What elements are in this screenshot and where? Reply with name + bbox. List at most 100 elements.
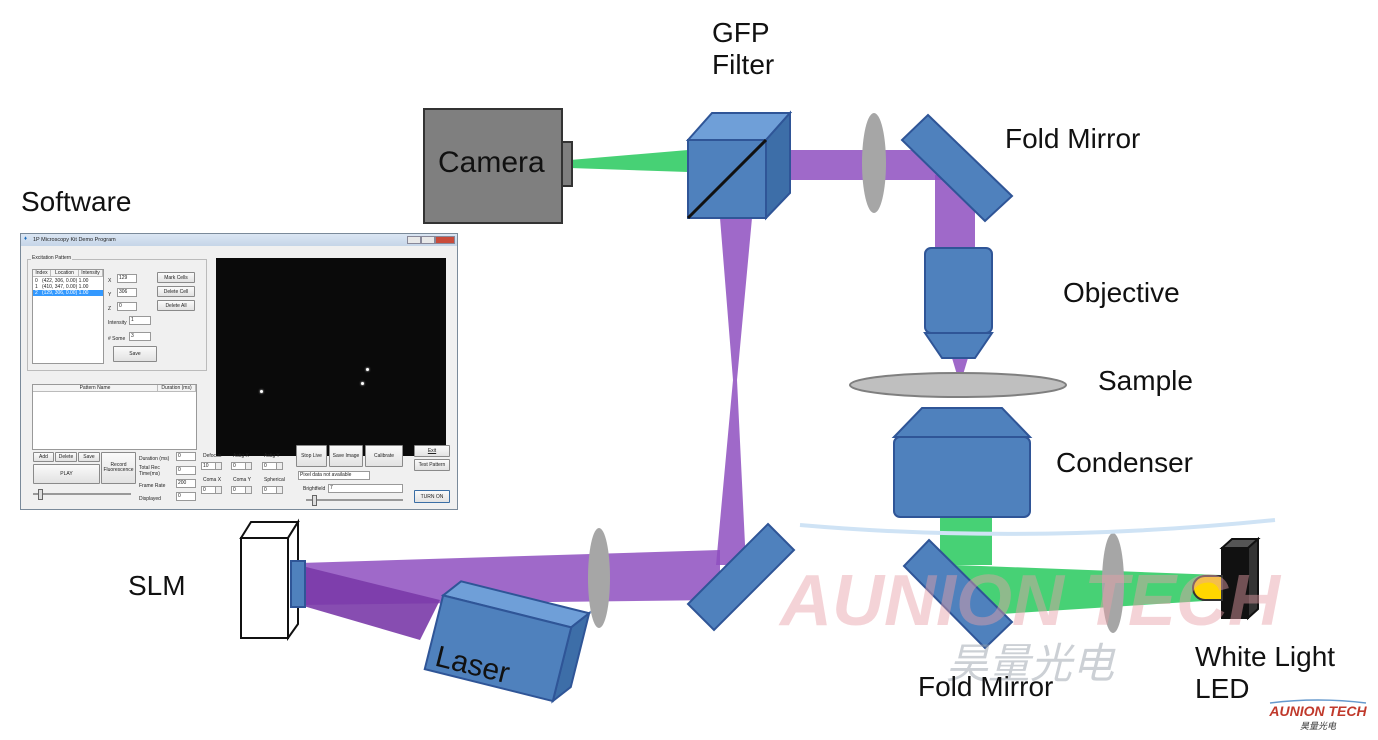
laser-body — [423, 580, 592, 704]
mark-cells-button[interactable]: Mark Cells — [157, 272, 195, 283]
purple-beam-objective-focus — [952, 358, 968, 378]
displayed-label: Displayed — [139, 496, 161, 502]
objective-label: Objective — [1063, 277, 1180, 308]
software-label: Software — [21, 186, 132, 217]
play-button[interactable]: PLAY — [33, 464, 100, 484]
brightfield-slider-thumb[interactable] — [312, 495, 317, 506]
cell-spot — [260, 390, 263, 393]
col-index-header[interactable]: Index — [33, 270, 51, 277]
total-rec-label: Total Rec Time(ms) — [139, 465, 160, 477]
sample-slide — [849, 372, 1067, 398]
brightfield-label: Brightfield — [303, 486, 326, 492]
condenser-body — [893, 436, 1031, 518]
intensity-input[interactable]: 1 — [129, 316, 151, 325]
sample-label: Sample — [1098, 365, 1193, 396]
col-location-header[interactable]: Location — [51, 270, 79, 277]
x-label: X — [108, 278, 112, 284]
pattern-list[interactable]: Pattern Name Duration (ms) — [32, 384, 197, 450]
maximize-button[interactable] — [421, 236, 435, 244]
excitation-pattern-group — [27, 259, 207, 371]
astig-x-stepper[interactable]: 0 — [231, 462, 252, 470]
camera-preview[interactable] — [216, 258, 446, 456]
duration-input[interactable]: 0 — [176, 452, 196, 461]
white-light-led-label: White Light LED — [1195, 641, 1336, 705]
close-button[interactable] — [435, 236, 455, 244]
fold-mirror-top-label: Fold Mirror — [1005, 123, 1141, 154]
record-fluorescence-button[interactable]: Record Fluorescence — [101, 452, 136, 484]
purple-beam-slm-to-mirror — [300, 550, 720, 605]
calibrate-button[interactable]: Calibrate — [365, 445, 403, 467]
nsome-label: # Some — [108, 336, 126, 342]
window-titlebar: ♦ 1P Microscopy Kit Demo Program — [21, 234, 457, 246]
col-intensity-header[interactable]: Intensity — [79, 270, 103, 277]
pixel-data-field: Pixel data not available — [298, 471, 370, 480]
y-input[interactable]: 306 — [117, 288, 137, 297]
objective-tip — [923, 332, 994, 359]
fold-mirror-laser — [686, 522, 796, 632]
watermark-text: AUNION TECH — [778, 561, 1282, 641]
minimize-button[interactable] — [407, 236, 421, 244]
save-image-button[interactable]: Save Image — [329, 445, 363, 467]
camera-port — [561, 141, 573, 187]
delete-button[interactable]: Delete — [55, 452, 77, 462]
cell-spot — [361, 382, 364, 385]
coma-y-stepper[interactable]: 0 — [231, 486, 252, 494]
astig-y-stepper[interactable]: 0 — [262, 462, 283, 470]
x-input[interactable]: 129 — [117, 274, 137, 283]
window-title: 1P Microscopy Kit Demo Program — [33, 237, 116, 243]
play-slider-thumb[interactable] — [38, 489, 43, 500]
nsome-input[interactable]: 3 — [129, 332, 151, 341]
table-row-selected[interactable]: 2 (129, 306, 0.00) 1.00 — [33, 290, 103, 296]
table-row[interactable]: 1 (410, 347, 0.00) 1.00 — [35, 284, 89, 290]
y-label: Y — [108, 292, 112, 298]
col-pattern-name-header[interactable]: Pattern Name — [33, 385, 158, 392]
col-duration-header[interactable]: Duration (ms) — [158, 385, 196, 392]
play-slider[interactable] — [33, 493, 131, 495]
astig-y-label: Astig Y — [264, 453, 280, 459]
watermark-swoosh — [799, 518, 1276, 536]
coma-x-label: Coma X — [203, 477, 222, 483]
test-pattern-button[interactable]: Test Pattern — [414, 459, 450, 471]
slm-label: SLM — [128, 570, 186, 601]
green-beam-horizontal — [955, 565, 1220, 615]
add-button[interactable]: Add — [33, 452, 54, 462]
logo-swoosh — [1269, 699, 1367, 704]
displayed-input[interactable]: 0 — [176, 492, 196, 501]
turn-on-button[interactable]: TURN ON — [414, 490, 450, 503]
cell-spot — [366, 368, 369, 371]
slm-panel — [290, 560, 306, 608]
coma-y-label: Coma Y — [233, 477, 251, 483]
condenser-label: Condenser — [1056, 447, 1193, 478]
defocus-stepper[interactable]: 10 — [201, 462, 222, 470]
z-label: Z — [108, 306, 112, 312]
astig-x-label: Astig X — [233, 453, 249, 459]
spherical-stepper[interactable]: 0 — [262, 486, 283, 494]
gfp-filter-dichroic — [686, 138, 768, 220]
stop-live-button[interactable]: Stop Live — [296, 445, 327, 467]
watermark-subtext: 昊量光电 — [946, 639, 1116, 688]
purple-beam-slm-to-laser — [298, 565, 440, 640]
coma-x-stepper[interactable]: 0 — [201, 486, 222, 494]
fold-mirror-top — [900, 113, 1014, 223]
logo-subtext: 昊量光电 — [1300, 721, 1337, 732]
excitation-table[interactable]: Index Location Intensity 0 (422, 306, 0.… — [32, 269, 104, 364]
excitation-pattern-label: Excitation Pattern — [31, 255, 73, 261]
save-list-button[interactable]: Save — [78, 452, 100, 462]
objective-body — [924, 247, 993, 334]
exit-button[interactable]: Exit — [414, 445, 450, 457]
table-row[interactable]: 0 (422, 306, 0.00) 1.00 — [35, 278, 89, 284]
lens-laser — [588, 528, 610, 628]
delete-cell-button[interactable]: Delete Cell — [157, 286, 195, 297]
delete-all-button[interactable]: Delete All — [157, 300, 195, 311]
led-bulb-icon — [1192, 575, 1223, 601]
total-rec-input[interactable]: 0 — [176, 466, 196, 475]
save-pattern-button[interactable]: Save — [113, 346, 157, 362]
spherical-label: Spherical — [264, 477, 285, 483]
frame-rate-input[interactable]: 200 — [176, 479, 196, 488]
brightfield-input[interactable]: 7 — [328, 484, 403, 493]
z-input[interactable]: 0 — [117, 302, 137, 311]
gfp-filter-label: GFP Filter — [712, 17, 775, 81]
brightfield-slider[interactable] — [306, 499, 403, 501]
logo-text: AUNION TECH — [1268, 703, 1367, 719]
